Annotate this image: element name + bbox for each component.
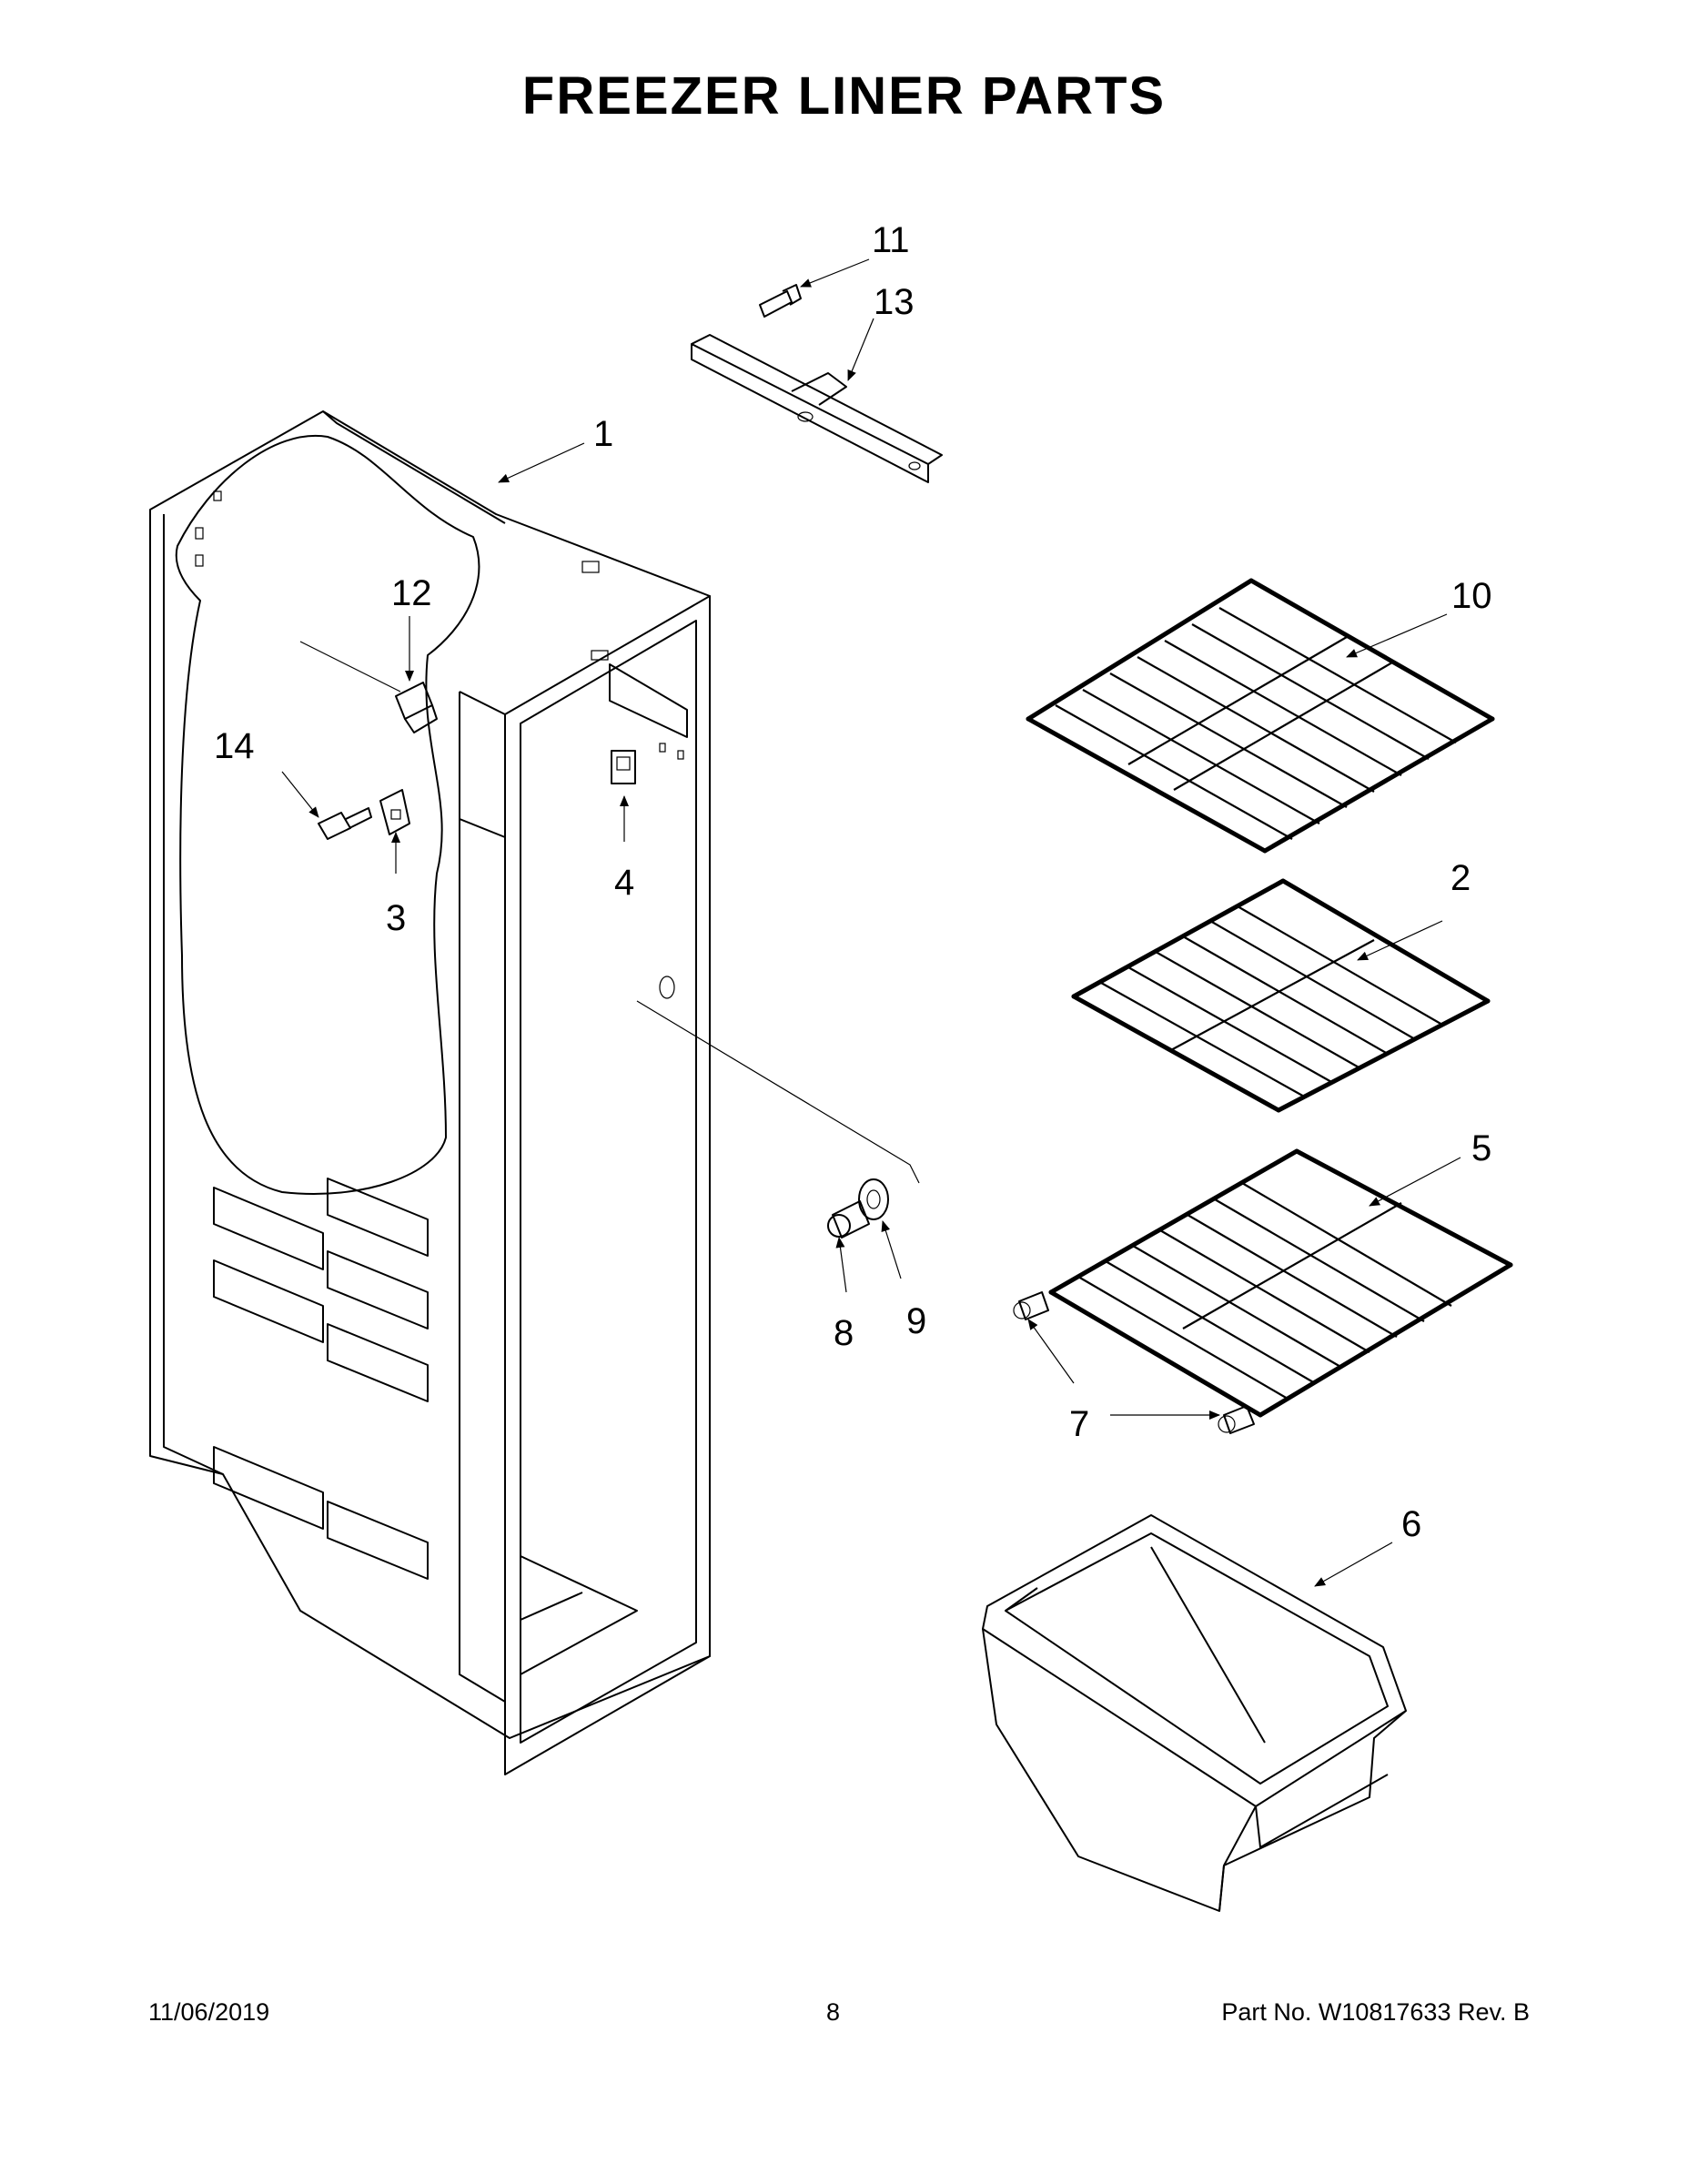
callout-7: 7 [1069, 1404, 1089, 1444]
callout-11: 11 [872, 220, 910, 260]
shelf-5 [1048, 1148, 1513, 1418]
callout-5: 5 [1471, 1128, 1491, 1168]
callout-2: 2 [1450, 858, 1471, 898]
footer-date: 11/06/2019 [148, 1998, 270, 2026]
shelf-end-cap-7b [1218, 1405, 1255, 1434]
callout-4: 4 [614, 863, 634, 903]
switch-4 [611, 750, 636, 784]
callout-13: 13 [874, 282, 915, 322]
callout-leaders [281, 258, 1461, 1587]
back-wall-panels [213, 1178, 429, 1580]
callout-12: 12 [391, 573, 432, 613]
washer-9 [858, 1178, 889, 1220]
top-bracket [691, 334, 943, 483]
footer-page-number: 8 [826, 1998, 841, 2026]
shelf-2 [1071, 878, 1491, 1113]
callout-14: 14 [214, 726, 255, 766]
freezer-liner [149, 410, 920, 1775]
callout-8: 8 [834, 1313, 854, 1353]
callout-6: 6 [1401, 1504, 1421, 1544]
callout-1: 1 [593, 414, 613, 454]
screw-11 [759, 284, 802, 318]
freezer-bin [982, 1514, 1407, 1912]
page-title: FREEZER LINER PARTS [521, 66, 1167, 126]
callout-9: 9 [906, 1301, 926, 1341]
screw-14 [318, 807, 372, 840]
shelf-end-cap-7a [1013, 1291, 1049, 1320]
footer-part-number: Part No. W10817633 Rev. B [1221, 1998, 1530, 2026]
shelf-10 [1026, 578, 1495, 854]
callout-3: 3 [386, 898, 406, 938]
callout-10: 10 [1451, 576, 1492, 616]
bracket-3 [379, 789, 410, 835]
hinge-pin-8 [827, 1200, 870, 1239]
liner-mounting-holes [195, 490, 684, 999]
clip-12 [395, 682, 438, 733]
